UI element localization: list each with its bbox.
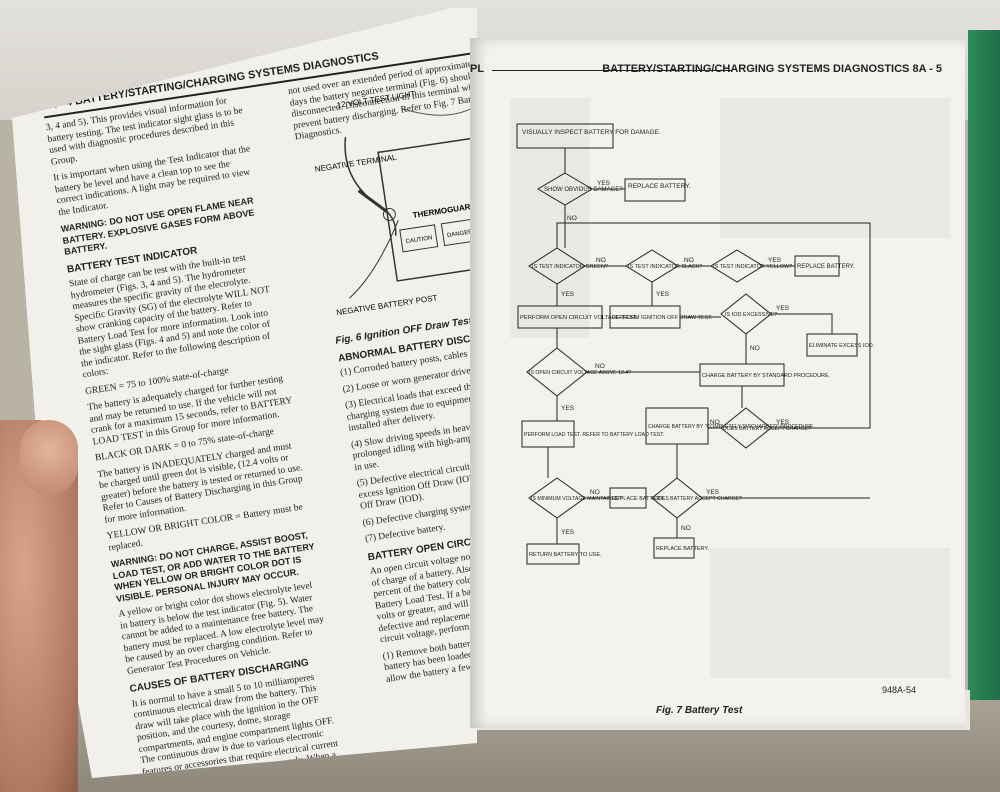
flow-no-label: NO bbox=[567, 215, 577, 222]
flow-yes-label: YES bbox=[561, 529, 575, 536]
flow-yes-label: YES bbox=[706, 489, 720, 496]
flow-diamond-text: DOES BATTERY ACCEPT CHARGE? bbox=[654, 496, 742, 502]
flow-yes-label: YES bbox=[768, 257, 782, 264]
fig6-label: THERMOGUARD bbox=[412, 202, 477, 220]
section-code: PL bbox=[470, 63, 485, 75]
flow-yes-label: YES bbox=[561, 405, 575, 412]
flow-box-text: PERFORM LOAD TEST. REFER TO BATTERY LOAD… bbox=[524, 432, 664, 438]
fig6-ignition-off-draw-illustration: 12 VOLT TEST LIGHT NEGATIVE TERMINAL THE… bbox=[314, 89, 477, 317]
flow-no-label: NO bbox=[595, 363, 605, 370]
flow-box-text: PERFORM IGNITION OFF DRAW TEST. bbox=[612, 315, 713, 321]
bleed-through-text bbox=[720, 98, 950, 238]
figure-code: 948A-54 bbox=[882, 685, 917, 695]
bleed-through-text bbox=[710, 548, 950, 678]
fig7-battery-test-flowchart: VISUALLY INSPECT BATTERY FOR DAMAGE. SHO… bbox=[516, 123, 875, 565]
flow-yes-label: YES bbox=[561, 291, 575, 298]
flow-box-text: ELIMINATE EXCESS IOD. bbox=[809, 343, 875, 349]
flow-box-text: REPLACE BATTERY. bbox=[797, 264, 855, 270]
right-page-title: BATTERY/STARTING/CHARGING SYSTEMS DIAGNO… bbox=[602, 63, 942, 75]
flowchart-text: VISUALLY INSPECT BATTERY FOR DAMAGE. SHO… bbox=[520, 129, 875, 558]
flow-diamond-text: SHOW OBVIOUS DAMAGE? bbox=[544, 187, 623, 193]
fig6-label: DANGER bbox=[447, 229, 474, 239]
flow-diamond-text: IS MINIMUM VOLTAGE MAINTAINED? bbox=[531, 496, 622, 502]
flow-box-text: REPLACE BATTERY. bbox=[656, 546, 709, 552]
bleed-through-text bbox=[510, 98, 590, 338]
flow-yes-label: YES bbox=[597, 180, 611, 187]
left-page-content: 8A - 4 BATTERY/STARTING/CHARGING SYSTEMS… bbox=[32, 34, 477, 778]
flow-yes-label: YES bbox=[776, 305, 790, 312]
flow-box-text: CHARGE BATTERY BY STANDARD PROCEDURE. bbox=[702, 373, 831, 379]
flow-no-label: NO bbox=[710, 419, 720, 426]
fig6-label: NEGATIVE TERMINAL bbox=[314, 153, 397, 174]
left-column-1: 3, 4 and 5). This provides visual inform… bbox=[45, 93, 350, 778]
green-book-spine bbox=[968, 30, 1000, 700]
flow-no-label: NO bbox=[681, 525, 691, 532]
flow-box-text: VISUALLY INSPECT BATTERY FOR DAMAGE. bbox=[522, 129, 661, 136]
flow-box-text: REPLACE BATTERY. bbox=[612, 496, 665, 502]
flow-box-text: CHARGE BATTERY BY "COMPLETELY DISCHARGED… bbox=[648, 424, 815, 430]
flow-diamond-text: IS IOD EXCESSIVE? bbox=[725, 312, 777, 318]
flow-no-label: NO bbox=[590, 489, 600, 496]
flow-diamond-text: IS TEST INDICATOR GREEN? bbox=[532, 264, 608, 270]
left-column-2: Fig. 6 Ignition OFF Draw Test ABNORMAL B… bbox=[335, 306, 477, 691]
fig6-label: CAUTION bbox=[405, 235, 433, 245]
flow-diamond-text: IS OPEN CIRCUIT VOLTAGE ABOVE 12.4? bbox=[529, 370, 631, 376]
flow-yes-label: YES bbox=[656, 291, 670, 298]
right-page: PL BATTERY/STARTING/CHARGING SYSTEMS DIA… bbox=[470, 38, 965, 728]
left-page: 8A - 4 BATTERY/STARTING/CHARGING SYSTEMS… bbox=[12, 8, 477, 778]
flow-no-label: NO bbox=[596, 257, 606, 264]
flow-diamond-text: IS TEST INDICATOR BLACK? bbox=[628, 264, 702, 270]
flow-diamond-text: DOES BATTERY ACCEPT CHARGE? bbox=[723, 426, 811, 432]
flow-box-text: PERFORM OPEN CIRCUIT VOLTAGE TEST. bbox=[520, 315, 638, 321]
flow-box-text: RETURN BATTERY TO USE. bbox=[529, 552, 602, 558]
fig7-caption: Fig. 7 Battery Test bbox=[656, 705, 743, 716]
flow-no-label: NO bbox=[684, 257, 694, 264]
flow-yes-label: YES bbox=[776, 419, 790, 426]
flow-no-label: NO bbox=[750, 345, 760, 352]
header-rule bbox=[492, 70, 732, 71]
flow-box-text: REPLACE BATTERY. bbox=[628, 183, 691, 190]
thumb bbox=[20, 420, 78, 495]
flow-diamond-text: IS TEST INDICATOR YELLOW? bbox=[713, 264, 792, 270]
